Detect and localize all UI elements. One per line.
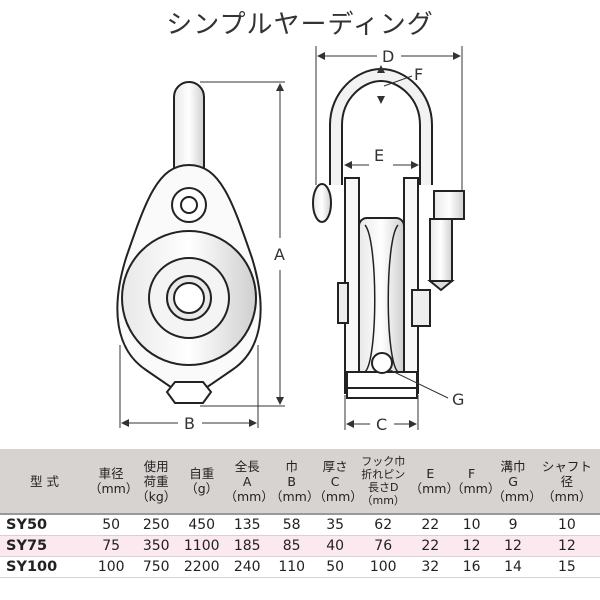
- label-E: E: [374, 146, 384, 165]
- table-cell: 50: [88, 514, 134, 536]
- table-cell: 135: [224, 514, 270, 536]
- table-cell: 35: [313, 514, 357, 536]
- table-header-cell: 自重（g）: [178, 449, 225, 514]
- front-bottom-nut: [165, 381, 213, 404]
- table-cell: 185: [224, 535, 270, 557]
- table-cell: 1100: [178, 535, 225, 557]
- table-cell: 22: [409, 535, 451, 557]
- pulley-diagram: A B D: [116, 46, 465, 434]
- table-cell: 110: [269, 556, 314, 578]
- table-cell: 76: [356, 535, 410, 557]
- table-cell: 40: [313, 535, 357, 557]
- table-cell: 450: [178, 514, 225, 536]
- dimension-D: [315, 46, 463, 191]
- table-header-cell: フック巾折れピン長さD（mm）: [356, 449, 410, 514]
- table-header-cell: 車径（mm）: [88, 449, 138, 514]
- table-cell: 250: [133, 514, 179, 536]
- table-header-cell: シャフト径（mm）: [533, 449, 600, 514]
- table-cell: 10: [533, 514, 600, 536]
- table-header-cell: E（mm）: [409, 449, 459, 514]
- table-cell: 750: [133, 556, 179, 578]
- table-cell: 75: [88, 535, 134, 557]
- table-cell: 50: [313, 556, 357, 578]
- table-cell: 15: [533, 556, 600, 578]
- dimension-C: [344, 395, 419, 430]
- table-cell: 240: [224, 556, 270, 578]
- label-C: C: [376, 415, 387, 434]
- table-header-cell: F（mm）: [450, 449, 500, 514]
- table-cell: 85: [269, 535, 314, 557]
- model-cell: SY100: [0, 556, 89, 578]
- table-cell: 62: [356, 514, 410, 536]
- table-cell: 350: [133, 535, 179, 557]
- label-G: G: [452, 390, 464, 409]
- table-header-cell: 使用荷重（kg）: [133, 449, 179, 514]
- front-view: [116, 81, 262, 404]
- table-cell: 2200: [178, 556, 225, 578]
- table-cell: 16: [450, 556, 493, 578]
- table-cell: 12: [533, 535, 600, 557]
- dimension-G: [389, 369, 449, 399]
- dimension-A: [200, 81, 285, 407]
- label-F: F: [414, 65, 423, 84]
- table-cell: 100: [88, 556, 134, 578]
- dimension-B: [119, 345, 259, 428]
- table-cell: 22: [409, 514, 451, 536]
- dimension-F: [377, 65, 413, 104]
- table-header-cell: 型 式: [0, 449, 89, 514]
- page-title: シンプルヤーディング: [166, 10, 434, 40]
- table-cell: 12: [450, 535, 493, 557]
- label-A: A: [274, 245, 285, 264]
- table-cell: 100: [356, 556, 410, 578]
- model-cell: SY50: [0, 514, 89, 536]
- table-cell: 14: [492, 556, 534, 578]
- table-cell: 12: [492, 535, 534, 557]
- table-cell: 32: [409, 556, 451, 578]
- label-D: D: [382, 47, 394, 66]
- side-view: [312, 67, 465, 399]
- side-plate-right: [403, 177, 419, 394]
- model-cell: SY75: [0, 535, 89, 557]
- table-cell: 10: [450, 514, 493, 536]
- label-B: B: [184, 414, 195, 433]
- table-cell: 9: [492, 514, 534, 536]
- table-cell: 58: [269, 514, 314, 536]
